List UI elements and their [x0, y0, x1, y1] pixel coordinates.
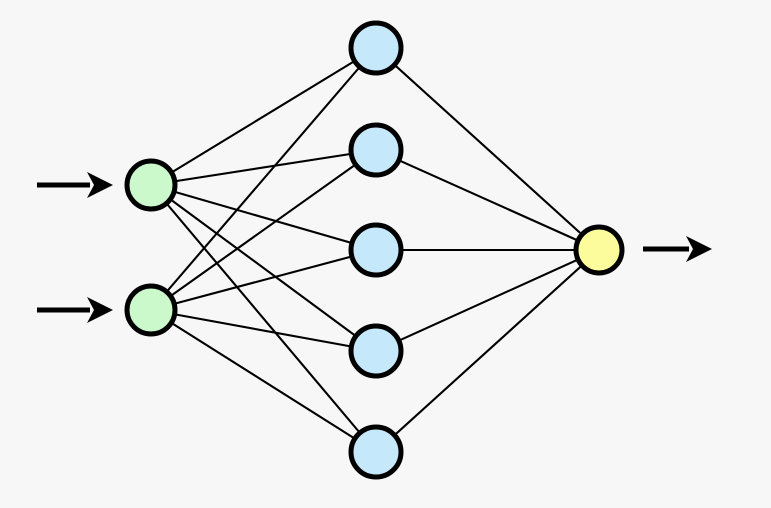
input-arrow-1-head [87, 172, 113, 198]
node-circle-i2[interactable] [124, 283, 178, 337]
input-arrow-1 [37, 172, 113, 198]
node-circle-h1[interactable] [348, 20, 404, 76]
node-h2[interactable] [348, 122, 404, 178]
node-i1[interactable] [124, 158, 178, 212]
node-i2[interactable] [124, 283, 178, 337]
input-arrow-2 [37, 297, 113, 323]
edge-h2-o1 [374, 148, 601, 252]
edge-i2-h2 [149, 148, 378, 312]
edge-i2-h4 [149, 308, 378, 353]
edge-i1-h2 [149, 148, 378, 187]
edge-i1-h5 [149, 183, 378, 454]
node-circle-h2[interactable] [348, 122, 404, 178]
node-circle-h3[interactable] [348, 222, 404, 278]
node-o1[interactable] [573, 224, 625, 276]
edge-i2-h3 [149, 248, 378, 312]
node-h3[interactable] [348, 222, 404, 278]
edge-i1-h1 [149, 46, 378, 187]
output-arrow [643, 236, 712, 262]
edge-h5-o1 [374, 248, 601, 454]
edge-i1-h4 [149, 183, 378, 353]
node-circle-h5[interactable] [348, 424, 404, 480]
edges-group [149, 46, 601, 454]
input-arrow-2-head [87, 297, 113, 323]
arrows-group [37, 172, 712, 323]
node-circle-i1[interactable] [124, 158, 178, 212]
node-circle-h4[interactable] [348, 323, 404, 379]
nodes-group [124, 20, 625, 480]
output-arrow-head [686, 236, 712, 262]
edge-h1-o1 [374, 46, 601, 252]
edge-i2-h1 [149, 46, 378, 312]
edge-i1-h3 [149, 183, 378, 252]
edge-i2-h5 [149, 308, 378, 454]
node-circle-o1[interactable] [573, 224, 625, 276]
edge-h4-o1 [374, 248, 601, 353]
node-h4[interactable] [348, 323, 404, 379]
node-h1[interactable] [348, 20, 404, 76]
node-h5[interactable] [348, 424, 404, 480]
